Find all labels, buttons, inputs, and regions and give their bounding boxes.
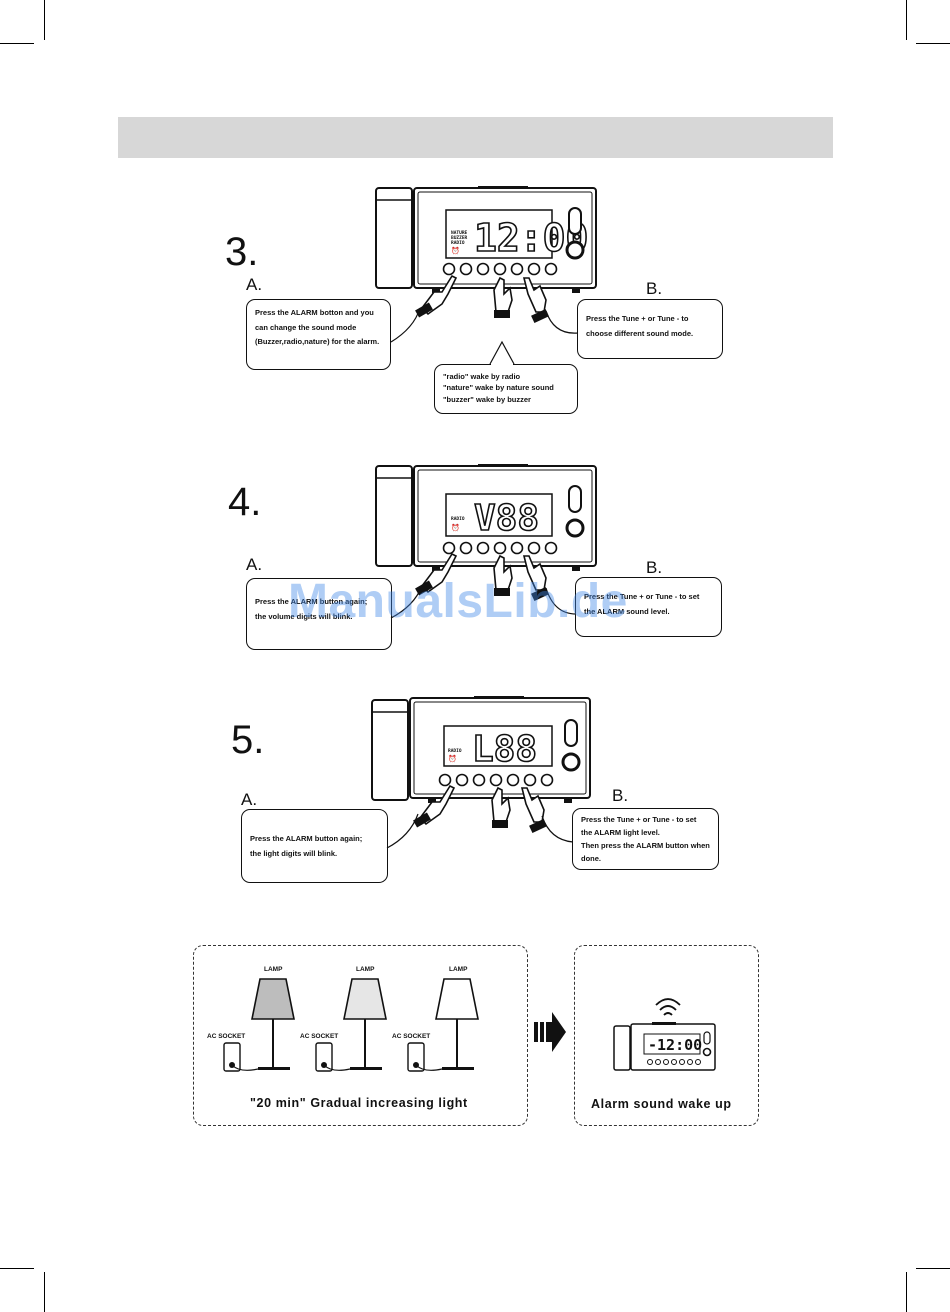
callout-pointer [390,585,423,619]
lcd-digits: L88 [472,729,537,770]
alarm-bell-icon: ⏰ [451,523,460,532]
watermark: ManualsLib.de [288,575,628,628]
lamp-shade [251,978,295,1020]
callout-pointer [386,813,419,849]
crop-mark [44,0,45,40]
lcd-indicator: NATURE [451,230,468,236]
label-b: B. [646,279,663,298]
callout-b: Press the Tune + or Tune - to set the AL… [575,577,722,637]
callout-text: choose different sound mode. [586,328,694,338]
lamp-panel-caption: "20 min" Gradual increasing light [250,1096,468,1110]
lamp-shade [343,978,387,1020]
clock-radio-illustration: RADIO ⏰ L88 [371,696,591,803]
callout-text: (Buzzer,radio,nature) for the alarm. [255,337,380,347]
callout-text: the volume digits will blink. [255,611,353,621]
ac-socket [407,1042,425,1072]
crop-mark [916,43,950,44]
lcd-indicator: BUZZER [451,235,468,241]
mini-clock-radio: -12:00 [613,1022,716,1071]
crop-mark [906,1272,907,1312]
ac-socket [223,1042,241,1072]
mini-lcd-digits: -12:00 [648,1036,702,1054]
alarm-wakeup-panel [574,945,759,1126]
lamp-illustrations [223,978,479,1072]
label-a: A. [241,790,258,809]
lcd-indicator: RADIO [451,240,465,246]
callout-text: Press the Tune + or Tune - to [586,314,689,323]
alarm-bell-icon: ⏰ [451,246,460,255]
callout-text: Then press the ALARM button when [581,841,710,851]
socket-label: AC SOCKET [392,1033,431,1040]
callout-a: Press the ALARM button again; the light … [241,809,388,883]
label-a: A. [246,555,263,574]
pressing-hands [415,274,549,324]
callout-text: Press the Tune + or Tune - to set [581,815,697,824]
clock-radio-illustration: NATURE BUZZER RADIO ⏰ 12:00 [375,186,597,293]
callout-pointer [541,815,574,843]
callout-b: Press the Tune + or Tune - to set the AL… [572,808,719,870]
callout-text: the ALARM sound level. [584,606,670,616]
callout-text: done. [581,854,601,864]
callout-text: Press the Tune + or Tune - to set [584,592,700,601]
alarm-panel-caption: Alarm sound wake up [591,1097,732,1111]
lcd-indicator: RADIO [448,748,462,754]
label-a: A. [246,275,263,294]
callout-a: Press the ALARM button again; the volume… [246,578,392,650]
callout-text: the light digits will blink. [250,848,338,858]
ac-socket [315,1042,333,1072]
step-number: 3. [225,230,259,274]
crop-mark [906,0,907,40]
pressing-hands [415,552,549,602]
crop-mark [916,1268,950,1269]
callout-pointer [545,310,579,334]
callout-text: "nature" wake by nature sound [443,383,554,393]
socket-label: AC SOCKET [300,1033,339,1040]
callout-text: the ALARM light level. [581,828,660,838]
socket-label: AC SOCKET [207,1033,246,1040]
lamp-label: LAMP [356,966,375,973]
clock-radio-illustration: RADIO ⏰ V88 [375,464,597,571]
callout-pointer [545,587,577,615]
lamp-sequence-panel [193,945,528,1126]
sound-waves-icon [655,998,681,1016]
callout-text: Press the ALARM botton and you [255,308,374,317]
crop-mark [44,1272,45,1312]
callout-a: Press the ALARM botton and you can chang… [246,299,391,370]
lcd-digits: V88 [474,498,539,539]
pressing-hands [413,784,547,834]
lamp-shade [435,978,479,1020]
callout-sound-modes: "radio" wake by radio "nature" wake by n… [434,364,578,414]
arrow-right-icon [534,1012,566,1052]
callout-text: Press the ALARM button again; [250,834,363,843]
step-number: 4. [228,480,262,524]
callout-b: Press the Tune + or Tune - to choose dif… [577,299,723,359]
callout-pointers [390,307,515,366]
lamp-label: LAMP [264,966,283,973]
step-number: 5. [231,718,265,762]
lamp-label: LAMP [449,966,468,973]
crop-mark [0,1268,34,1269]
header-bar [118,117,833,158]
lcd-indicator: RADIO [451,516,465,522]
callout-text: Press the ALARM button again; [255,597,368,606]
callout-text: can change the sound mode [255,322,357,332]
label-b: B. [612,786,629,805]
callout-text: "radio" wake by radio [443,372,521,381]
crop-mark [0,43,34,44]
alarm-bell-icon: ⏰ [448,754,457,763]
label-b: B. [646,558,663,577]
callout-text: "buzzer" wake by buzzer [443,394,531,404]
